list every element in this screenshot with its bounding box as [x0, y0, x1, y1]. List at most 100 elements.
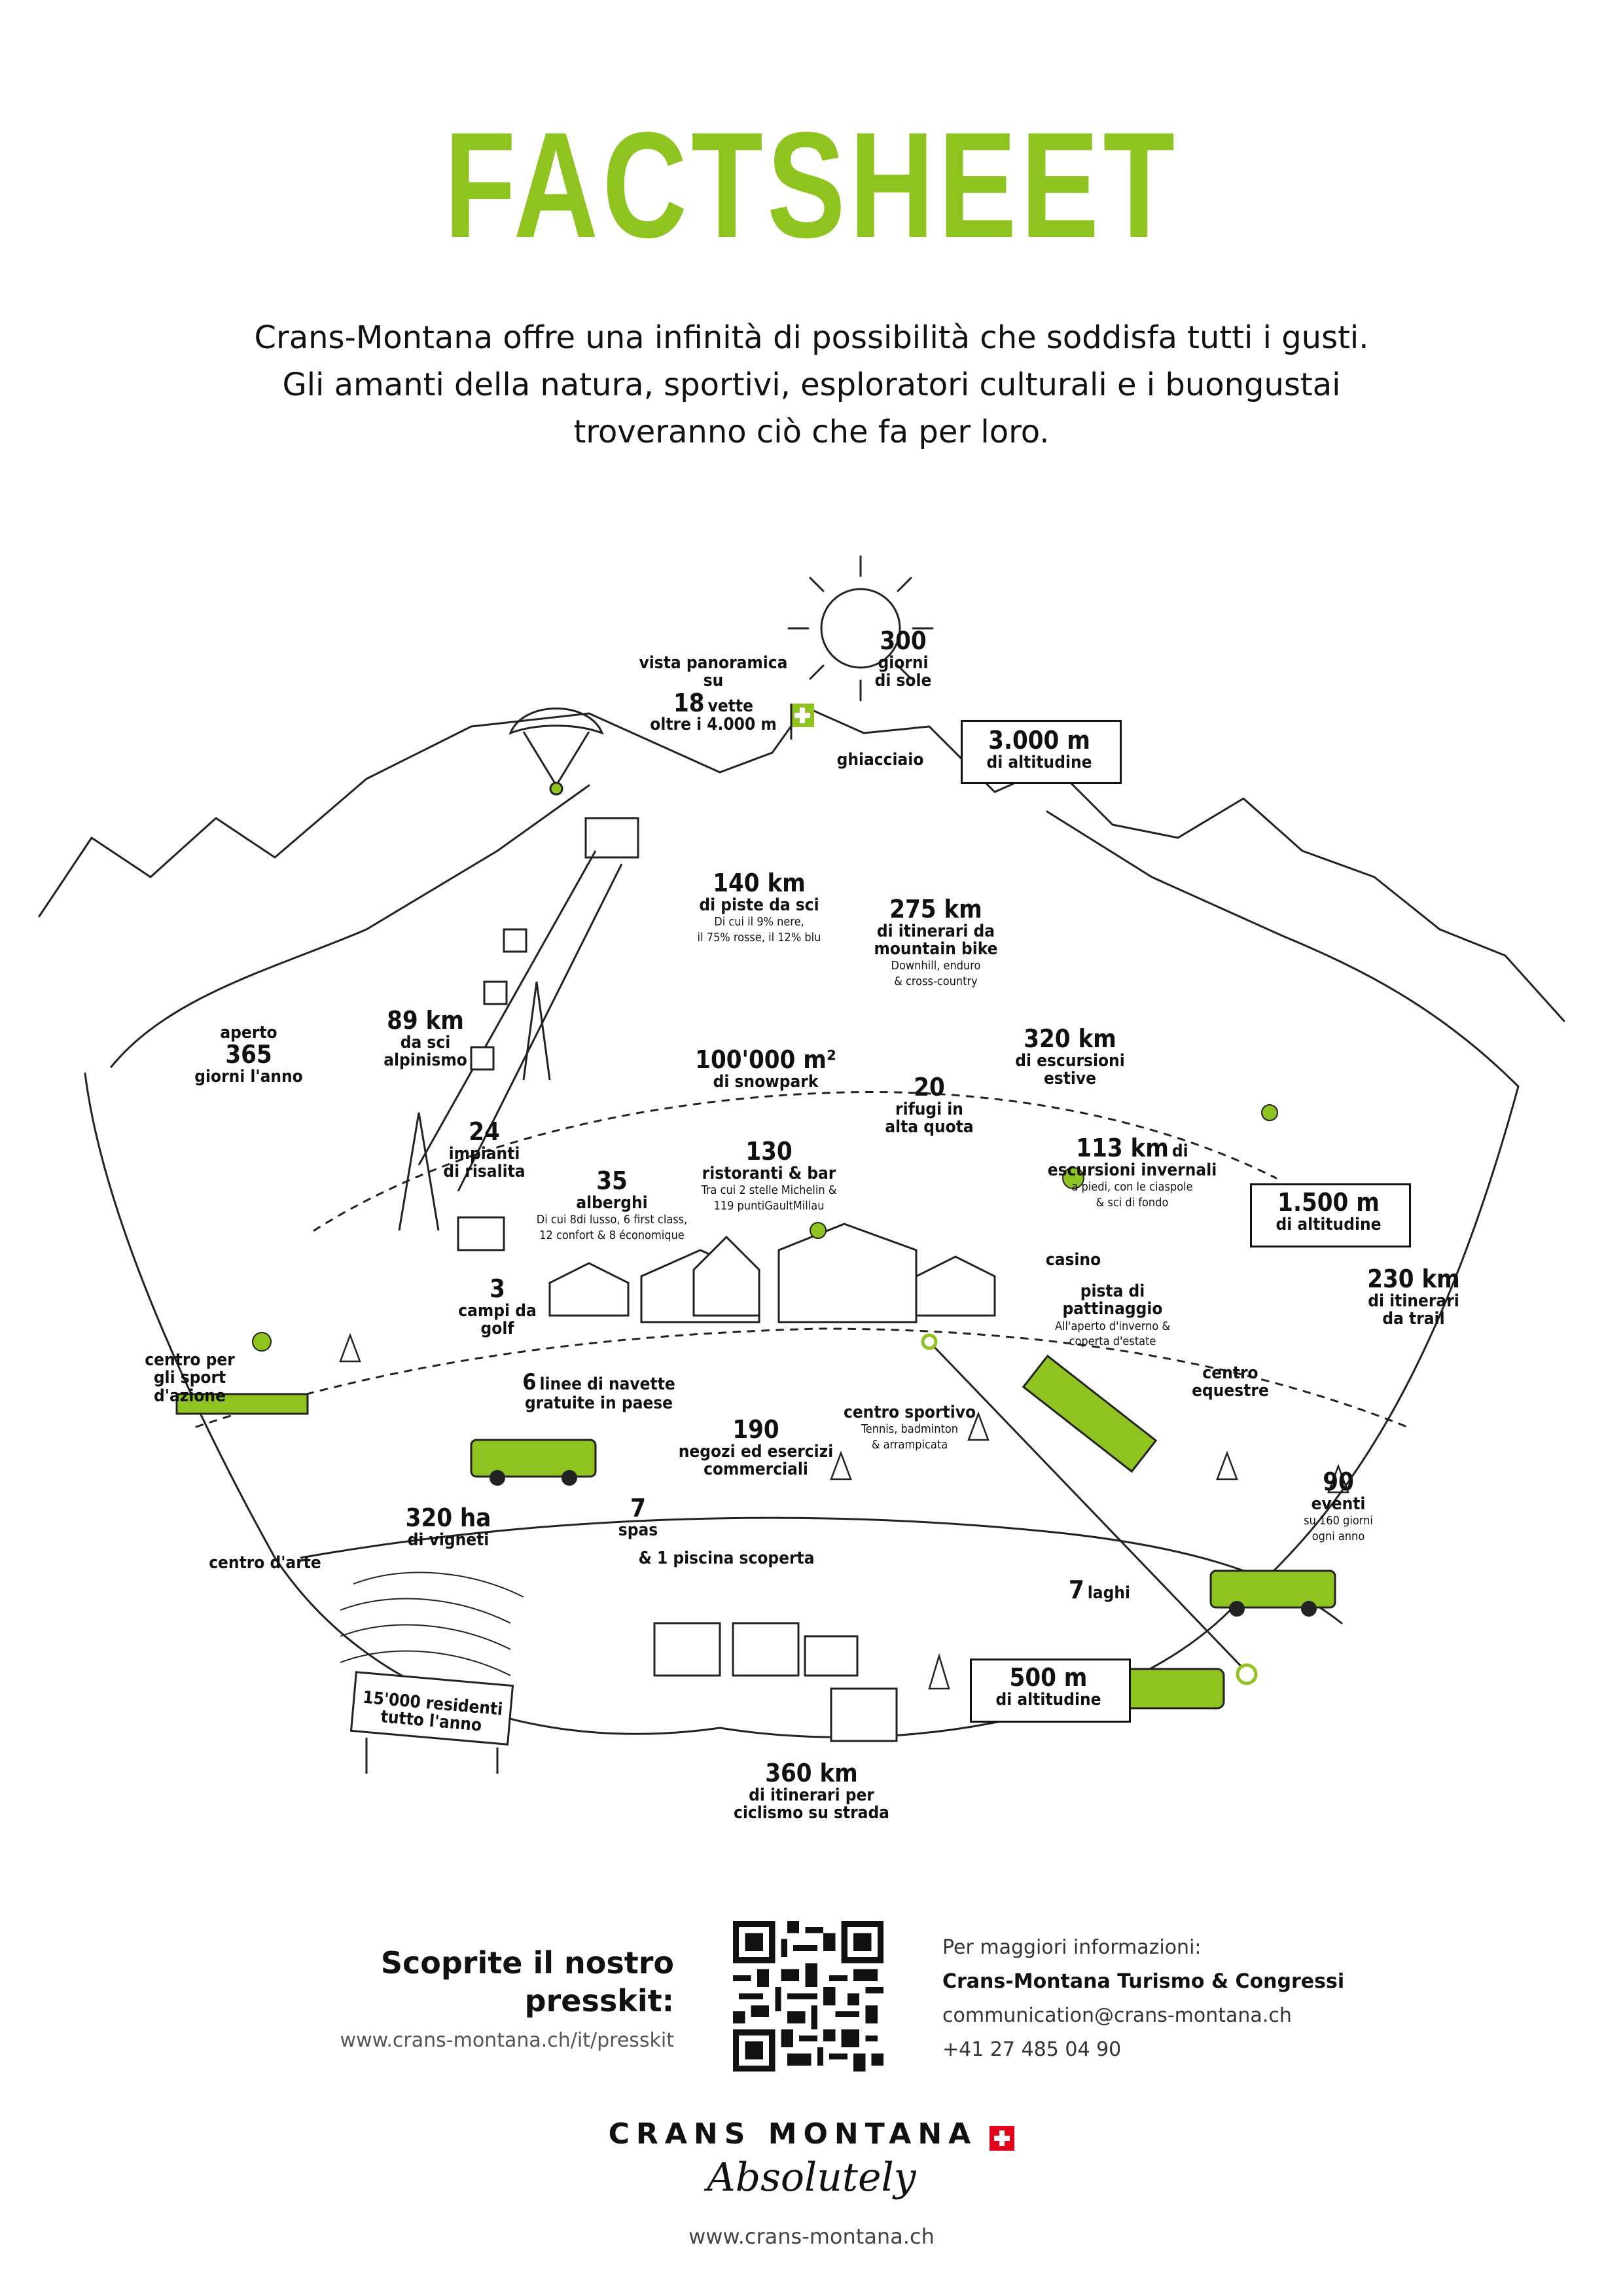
qr-code-icon[interactable] — [733, 1921, 883, 2072]
contact-info: Per maggiori informazioni: Crans-Montana… — [942, 1931, 1466, 2067]
fact-label: oltre i 4.000 m — [650, 715, 777, 735]
intro-text: Crans-Montana offre una infinità di poss… — [144, 314, 1479, 456]
sun-icon — [787, 555, 934, 702]
fact-note: ogni anno — [1311, 1529, 1365, 1543]
fact-note: 119 puntiGaultMillau — [713, 1198, 825, 1213]
fact-glacier: ghiacciaio — [818, 751, 942, 769]
fact-value: 24 — [469, 1117, 500, 1146]
fact-note: & cross-country — [894, 974, 978, 988]
fact-value: 320 km — [1024, 1024, 1116, 1053]
fact-note: & sci di fondo — [1096, 1195, 1169, 1210]
brand-logo: CRANS MONTANA — [0, 2117, 1623, 2151]
fact-label: alpinismo — [383, 1050, 467, 1071]
page-title: FACTSHEET — [444, 101, 1179, 269]
fact-summer-hikes: 320 km di escursioni estive — [988, 1026, 1152, 1088]
fact-value: 300 — [880, 626, 927, 655]
fact-value: 113 km — [1076, 1134, 1169, 1162]
fact-value: 89 km — [387, 1006, 464, 1035]
fact-label: di snowpark — [713, 1071, 819, 1092]
fact-label: aperto — [220, 1023, 277, 1043]
intro-line: troveranno ciò che fa per loro. — [573, 414, 1050, 450]
fact-label: di altitudine — [986, 752, 1092, 772]
fact-note: & arrampicata — [871, 1437, 948, 1452]
fact-label: di risalita — [443, 1162, 526, 1182]
intro-line: Crans-Montana offre una infinità di poss… — [254, 319, 1369, 356]
fact-value: 3 — [490, 1274, 505, 1303]
vineyard-terraces — [340, 1571, 524, 1676]
presskit-link[interactable]: www.crans-montana.ch/it/presskit — [340, 2029, 674, 2052]
fact-label: da sci — [400, 1032, 451, 1052]
presskit-line: presskit: — [524, 1983, 674, 2018]
contact-org: Crans-Montana Turismo & Congressi — [942, 1970, 1345, 1993]
fact-value: 18 — [673, 688, 705, 717]
fact-label: centro sportivo — [843, 1403, 976, 1422]
swiss-flag-icon — [790, 704, 814, 740]
intro-line: Gli amanti della natura, sportivi, esplo… — [282, 367, 1341, 403]
fact-value: 500 m — [1009, 1663, 1088, 1692]
fact-label: ciclismo su strada — [734, 1803, 889, 1823]
fact-hotels: 35 alberghi Di cui 8di lusso, 6 first cl… — [530, 1168, 694, 1243]
fact-equestrian: centro equestre — [1178, 1363, 1283, 1401]
fact-value: 3.000 m — [988, 726, 1090, 755]
fact-label: gratuite in paese — [524, 1393, 673, 1413]
fact-note: 12 confort & 8 économique — [539, 1228, 685, 1242]
bus-icon — [470, 1439, 1336, 1617]
trees — [339, 1333, 1349, 1690]
fact-label: pista di — [1080, 1282, 1145, 1301]
fact-note: coperta d'estate — [1069, 1334, 1156, 1348]
presskit-line: Scoprite il nostro — [380, 1945, 674, 1981]
fact-label: di itinerari da — [876, 921, 995, 941]
fact-vineyards: 320 ha di vigneti — [386, 1505, 510, 1549]
fact-note: su 160 giorni — [1304, 1514, 1373, 1528]
fact-label: commerciali — [704, 1460, 808, 1480]
fact-label: centro — [1202, 1363, 1258, 1383]
fact-label: centro per — [145, 1350, 235, 1370]
fact-altitude-1500: 1.500 m di altitudine — [1250, 1189, 1407, 1234]
fact-trail: 230 km di itinerari da trail — [1342, 1266, 1486, 1328]
fact-label: golf — [480, 1319, 514, 1339]
fact-label: mountain bike — [874, 939, 998, 960]
fact-label: centro d'arte — [209, 1553, 321, 1573]
fact-label: di itinerari — [1368, 1291, 1459, 1311]
fact-value: 7 — [1068, 1575, 1084, 1604]
fact-value: 140 km — [713, 869, 806, 897]
fact-shuttles: 6 linee di navette gratuite in paese — [517, 1371, 681, 1412]
fact-label: escursioni invernali — [1047, 1160, 1217, 1180]
brand-url[interactable]: www.crans-montana.ch — [688, 2224, 935, 2249]
fact-label: alberghi — [576, 1193, 648, 1213]
paraglider-icon — [508, 708, 604, 796]
fact-label: giorni l'anno — [194, 1067, 303, 1087]
contact-email[interactable]: communication@crans-montana.ch — [942, 2004, 1292, 2027]
fact-label: pattinaggio — [1062, 1299, 1163, 1319]
fact-label: negozi ed esercizi — [678, 1441, 834, 1462]
swiss-cross-icon — [990, 2125, 1015, 2151]
fact-shops: 190 negozi ed esercizi commerciali — [661, 1416, 851, 1480]
fact-note: il 75% rosse, il 12% blu — [697, 930, 821, 944]
brand-tagline: Absolutely — [707, 2155, 916, 2200]
plateau-outline — [84, 1072, 1520, 1738]
fact-value: 365 — [225, 1040, 272, 1069]
fact-peaks: vista panoramica su 18 vette oltre i 4.0… — [609, 654, 818, 735]
fact-restaurants: 130 ristoranti & bar Tra cui 2 stelle Mi… — [674, 1138, 864, 1213]
fact-action-sports: centro per gli sport d'azione — [137, 1350, 242, 1405]
fact-label: rifugi in — [895, 1099, 963, 1119]
fact-label: casino — [1045, 1250, 1101, 1270]
fact-lifts: 24 impianti di risalita — [419, 1119, 550, 1181]
fact-label: campi da — [458, 1300, 537, 1321]
fact-label: di altitudine — [995, 1689, 1101, 1710]
fact-note: Tennis, badminton — [861, 1422, 959, 1437]
fact-note: Downhill, enduro — [891, 959, 981, 973]
fact-label: ghiacciaio — [836, 750, 924, 770]
fact-label: di — [1171, 1141, 1188, 1161]
fact-lakes: 7 laghi — [1060, 1577, 1139, 1604]
village-buildings — [457, 1216, 996, 1742]
altitude-1500-sign — [1250, 1183, 1411, 1247]
fact-altitude-500: 500 m di altitudine — [970, 1663, 1127, 1710]
fact-events: 90 eventi su 160 giorni ogni anno — [1283, 1469, 1394, 1544]
fact-label: & 1 piscina scoperta — [638, 1549, 815, 1568]
fact-note: Tra cui 2 stelle Michelin & — [701, 1183, 837, 1198]
contact-phone[interactable]: +41 27 485 04 90 — [942, 2038, 1122, 2061]
fact-value: 230 km — [1367, 1265, 1460, 1293]
fact-label: di altitudine — [1275, 1214, 1382, 1234]
fact-value: 20 — [914, 1073, 945, 1102]
